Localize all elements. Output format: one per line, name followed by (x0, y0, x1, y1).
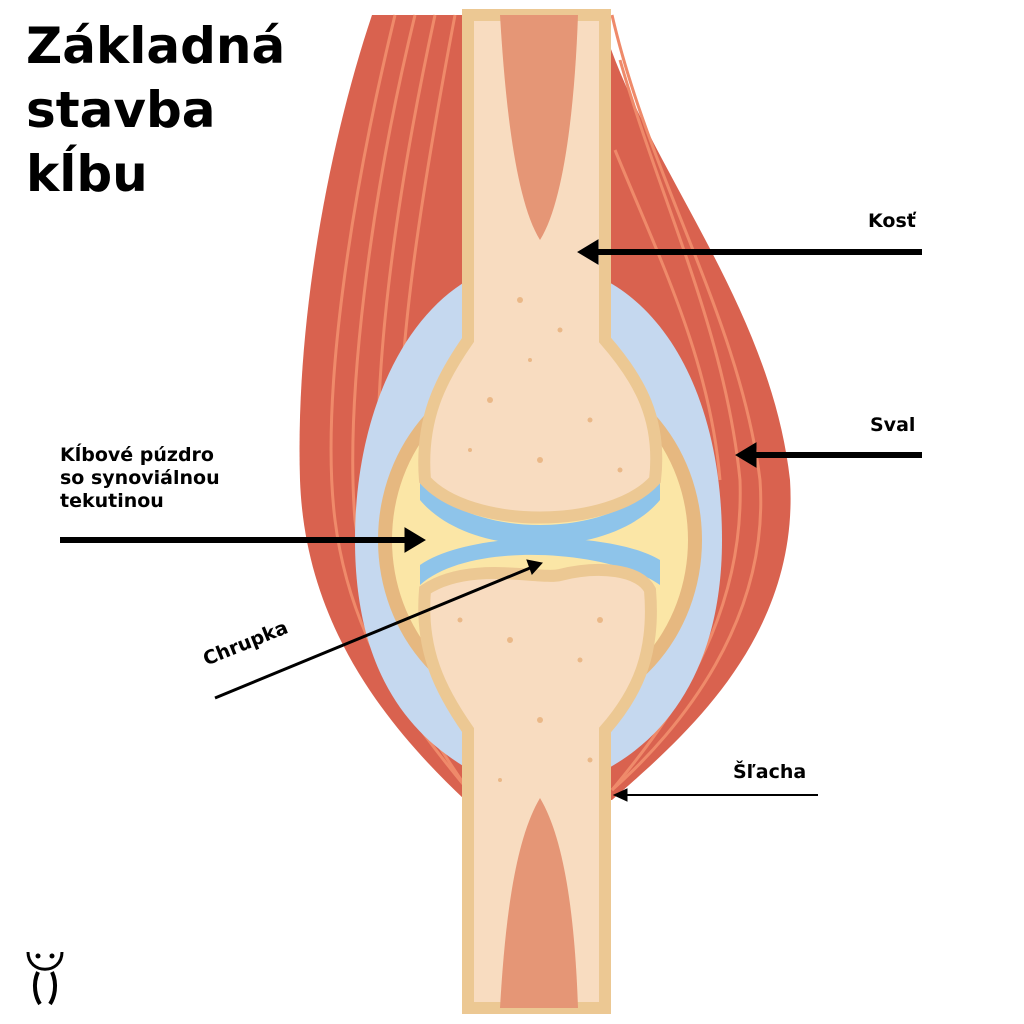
muscle-arrowhead (735, 442, 757, 468)
page-title: Základná stavba kĺbu (26, 17, 286, 203)
cartilage-lower (420, 538, 660, 585)
upper-marrow (500, 15, 578, 240)
label-bone: Kosť (868, 210, 916, 232)
pointer-arrows (60, 239, 922, 802)
tendon-arrowhead (612, 788, 628, 802)
lower-bone (418, 564, 657, 1014)
upper-bone (418, 9, 663, 524)
label-muscle: Sval (870, 414, 916, 436)
label-capsule: Kĺbové púzdro so synoviálnou tekutinou (60, 444, 220, 512)
cartilage-arrowhead (526, 559, 543, 575)
bone-arrowhead (577, 239, 599, 265)
capsule-arrowhead (404, 527, 426, 553)
cartilage-upper (420, 480, 660, 545)
lower-marrow (500, 798, 578, 1008)
logo-icon (26, 951, 64, 1006)
label-tendon: Šľacha (733, 761, 807, 783)
bone-pores (457, 297, 623, 782)
